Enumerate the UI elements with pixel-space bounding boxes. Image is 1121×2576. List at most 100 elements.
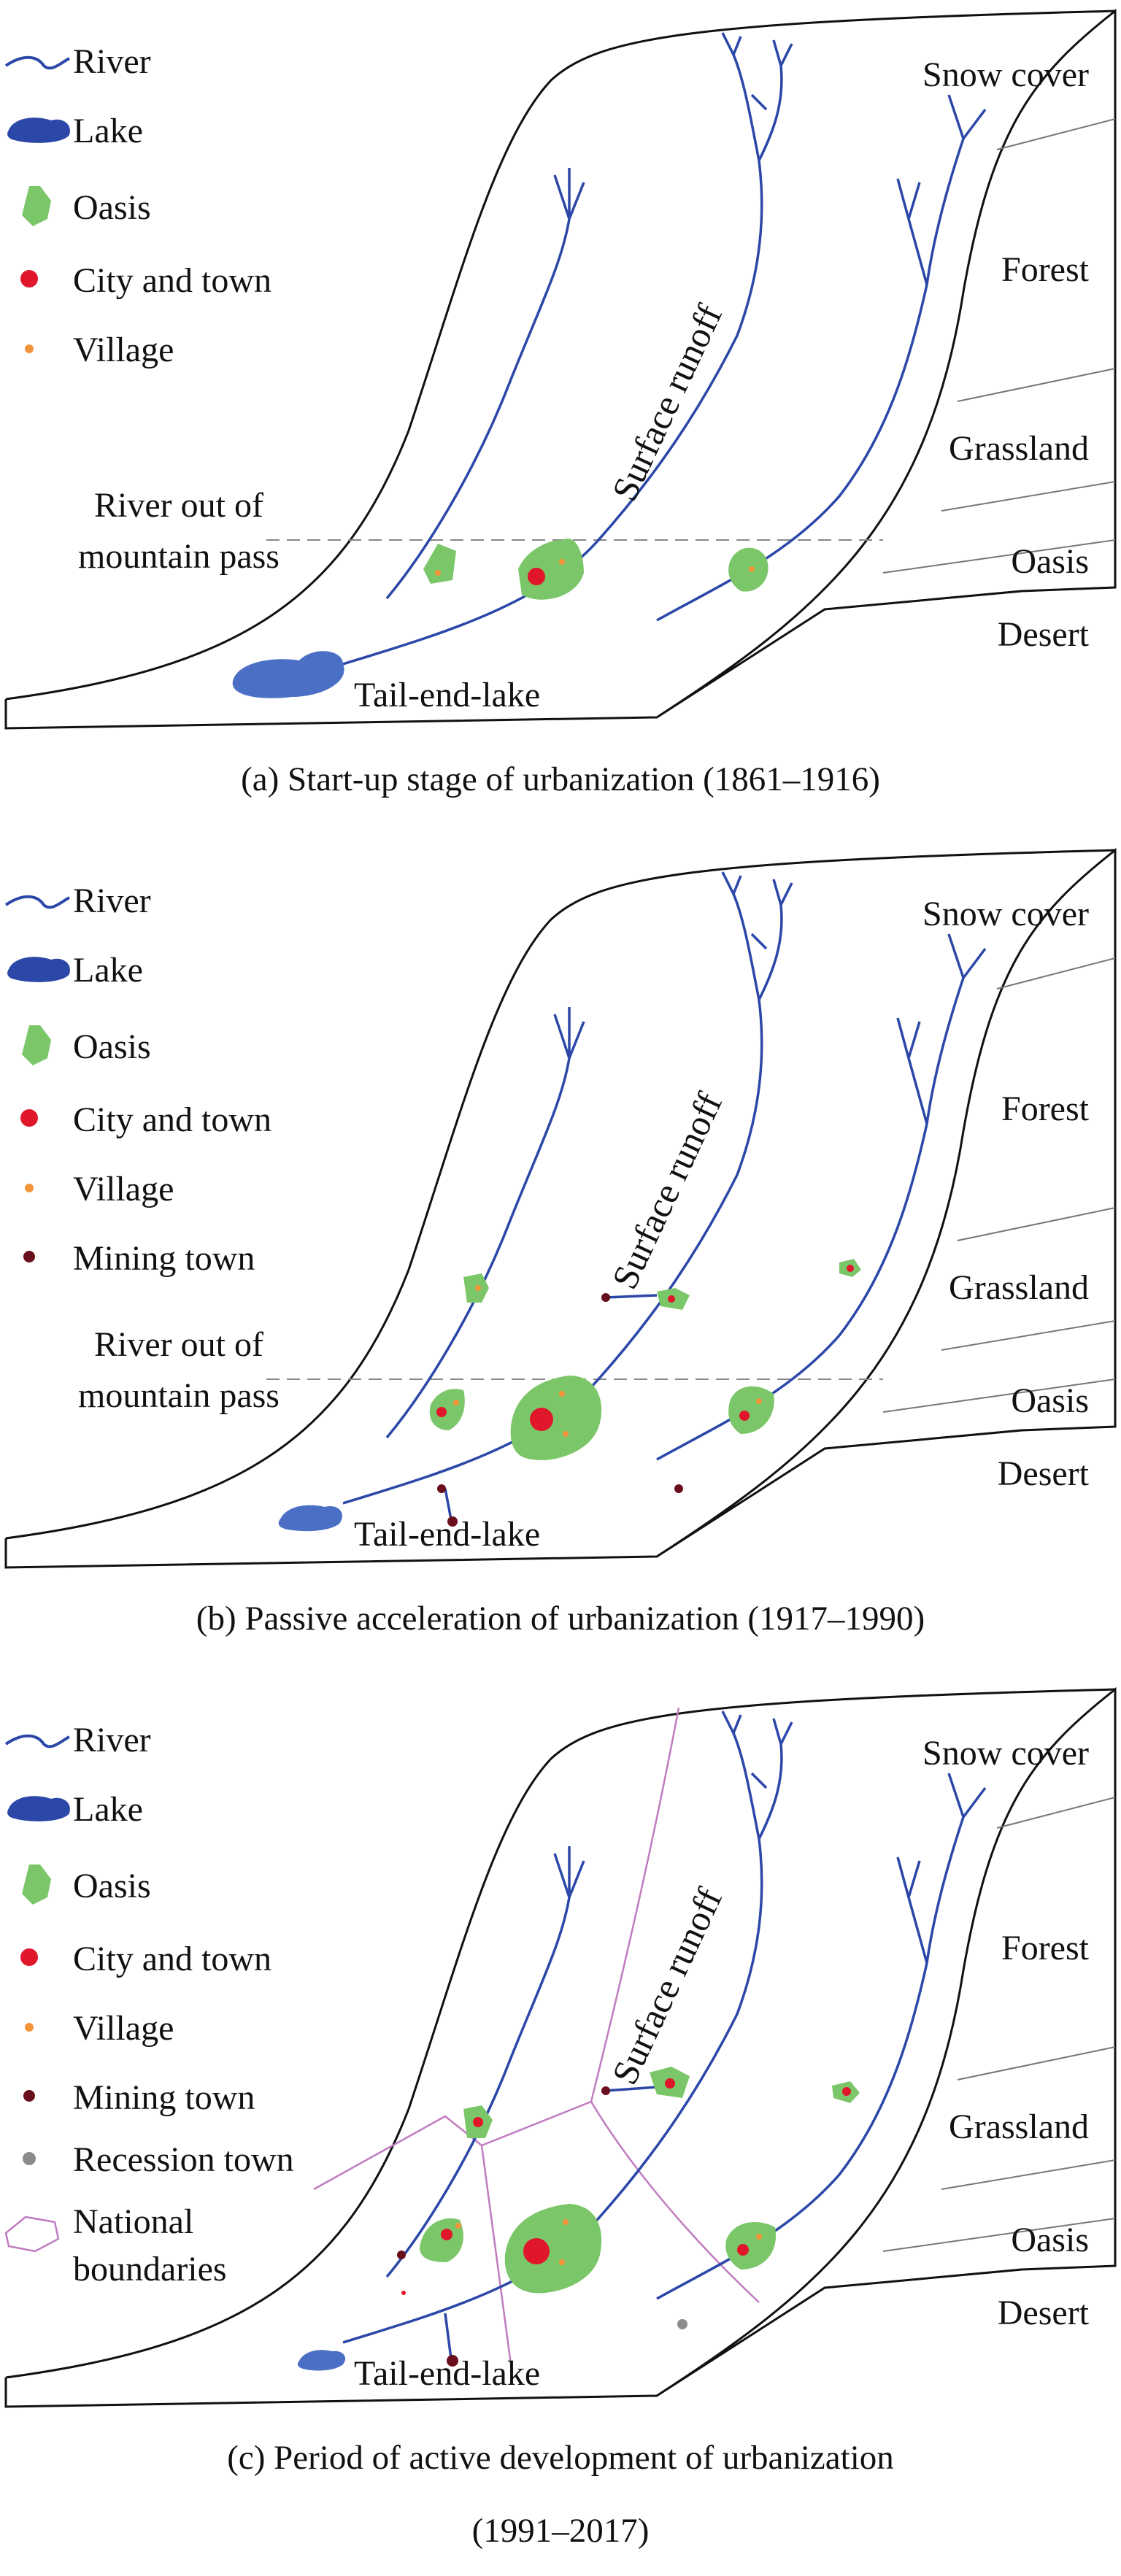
city-marker bbox=[401, 2291, 406, 2295]
zone-line bbox=[957, 2046, 1116, 2081]
legend-label-river: River bbox=[73, 882, 151, 920]
legend-label-recession: Recession town bbox=[73, 2140, 294, 2179]
legend-label-village: Village bbox=[73, 331, 174, 369]
city-marker bbox=[739, 1411, 750, 1421]
legend-label-city: City and town bbox=[73, 261, 271, 300]
city-marker bbox=[473, 2117, 483, 2127]
legend-label-oasis: Oasis bbox=[73, 1027, 151, 1066]
pass-label-line1: River out of bbox=[94, 1325, 263, 1364]
zone-line bbox=[941, 1320, 1116, 1351]
river-system bbox=[342, 32, 987, 666]
city-marker bbox=[842, 2087, 851, 2096]
city-marker bbox=[847, 1265, 854, 1272]
legend-label-city: City and town bbox=[73, 1940, 271, 1978]
mountain-left-edge bbox=[5, 9, 1116, 701]
river-system bbox=[342, 1711, 987, 2359]
mining-town-marker bbox=[674, 1484, 683, 1493]
city-marker bbox=[530, 1408, 553, 1431]
zone-line bbox=[957, 1207, 1116, 1241]
city-legend-icon bbox=[20, 1109, 38, 1127]
mountain-outline bbox=[4, 8, 1117, 730]
tail-lake-label: Tail-end-lake bbox=[354, 1515, 540, 1554]
village-marker bbox=[563, 1431, 569, 1437]
lake-legend-icon bbox=[7, 117, 70, 143]
oasis-legend-icon bbox=[22, 186, 51, 226]
zone-line bbox=[941, 481, 1116, 512]
recession-legend-icon bbox=[23, 2152, 36, 2165]
mining-town-marker bbox=[447, 2355, 458, 2367]
zone-label-oasis: Oasis bbox=[1011, 1381, 1089, 1420]
village-marker bbox=[453, 1400, 459, 1405]
oasis-legend-icon bbox=[22, 1864, 51, 1905]
village-marker bbox=[756, 2234, 762, 2240]
zone-label-oasis: Oasis bbox=[1011, 2221, 1089, 2259]
oasis bbox=[429, 1389, 465, 1430]
oasis bbox=[420, 2218, 463, 2262]
lake-legend-icon bbox=[7, 957, 70, 982]
zone-line bbox=[882, 2218, 1116, 2252]
caption-c-line1: (c) Period of active development of urba… bbox=[227, 2439, 894, 2477]
legend-label-lake: Lake bbox=[73, 1790, 143, 1829]
caption-c-line2: (1991–2017) bbox=[471, 2512, 650, 2550]
legend-label-river: River bbox=[73, 1721, 151, 1759]
city-legend-icon bbox=[20, 1948, 38, 1966]
village-legend-icon bbox=[25, 1184, 34, 1192]
river-legend-icon bbox=[4, 895, 70, 909]
caption-b: (b) Passive acceleration of urbanization… bbox=[196, 1600, 925, 1638]
legend-label-village: Village bbox=[73, 2009, 174, 2048]
oasis bbox=[510, 1376, 602, 1460]
river-legend-icon bbox=[4, 1734, 70, 1748]
city-marker bbox=[737, 2244, 749, 2256]
village-legend-icon bbox=[25, 2023, 34, 2032]
lake-legend-icon bbox=[7, 1796, 70, 1821]
mining-legend-icon bbox=[23, 2090, 35, 2102]
surface-runoff-label: Surface runoff bbox=[604, 1882, 730, 2091]
zone-line bbox=[996, 1797, 1116, 1829]
legend-label-oasis: Oasis bbox=[73, 188, 151, 227]
legend-label-mining: Mining town bbox=[73, 2078, 255, 2117]
oasis-legend-icon bbox=[22, 1025, 51, 1065]
village-marker bbox=[475, 1285, 481, 1291]
zone-line bbox=[941, 2159, 1116, 2190]
zone-label-grassland: Grassland bbox=[949, 429, 1089, 468]
legend-label-lake: Lake bbox=[73, 112, 143, 150]
surface-runoff-label: Surface runoff bbox=[604, 298, 730, 507]
tail-lake-label: Tail-end-lake bbox=[354, 2354, 540, 2393]
oasis bbox=[423, 544, 456, 584]
surface-runoff-label: Surface runoff bbox=[604, 1087, 730, 1295]
zone-label-grassland: Grassland bbox=[949, 2108, 1089, 2146]
mining-town-marker bbox=[437, 1484, 446, 1493]
zone-line bbox=[957, 368, 1116, 402]
oasis bbox=[518, 539, 584, 600]
zone-label-forest: Forest bbox=[1001, 1090, 1090, 1128]
panel-c: River Lake Oasis City and town Village M… bbox=[0, 1678, 1121, 2408]
mountain-outline bbox=[4, 1686, 1117, 2408]
caption-a: (a) Start-up stage of urbanization (1861… bbox=[241, 760, 880, 798]
river-legend-icon bbox=[4, 55, 70, 70]
pass-label-line1: River out of bbox=[94, 486, 263, 525]
zone-label-oasis: Oasis bbox=[1011, 542, 1089, 581]
mountain-outline bbox=[4, 847, 1117, 1569]
zone-line bbox=[882, 539, 1116, 574]
panel-a-diagram: River Lake Oasis City and town Village S… bbox=[4, 8, 1117, 730]
legend-label-village: Village bbox=[73, 1170, 174, 1208]
village-marker bbox=[559, 1391, 565, 1397]
mining-legend-icon bbox=[23, 1251, 35, 1262]
tail-end-lake-shape bbox=[278, 1505, 342, 1532]
village-marker bbox=[455, 2223, 461, 2229]
zone-label-grassland: Grassland bbox=[949, 1268, 1089, 1307]
mining-town-marker bbox=[601, 2086, 610, 2095]
city-marker bbox=[668, 1295, 675, 1303]
city-marker bbox=[528, 568, 545, 585]
legend: River Lake Oasis City and town Village M… bbox=[4, 1721, 294, 2288]
village-marker bbox=[749, 566, 755, 572]
city-marker bbox=[441, 2229, 452, 2240]
city-marker bbox=[436, 1407, 447, 1417]
legend-label-oasis: Oasis bbox=[73, 1867, 151, 1905]
legend-label-lake: Lake bbox=[73, 951, 143, 990]
tail-end-lake-shape bbox=[297, 2350, 346, 2371]
zone-label-snow: Snow cover bbox=[922, 55, 1089, 94]
zone-line bbox=[996, 118, 1116, 150]
legend-label-river: River bbox=[73, 42, 151, 81]
city-marker bbox=[665, 2078, 675, 2089]
